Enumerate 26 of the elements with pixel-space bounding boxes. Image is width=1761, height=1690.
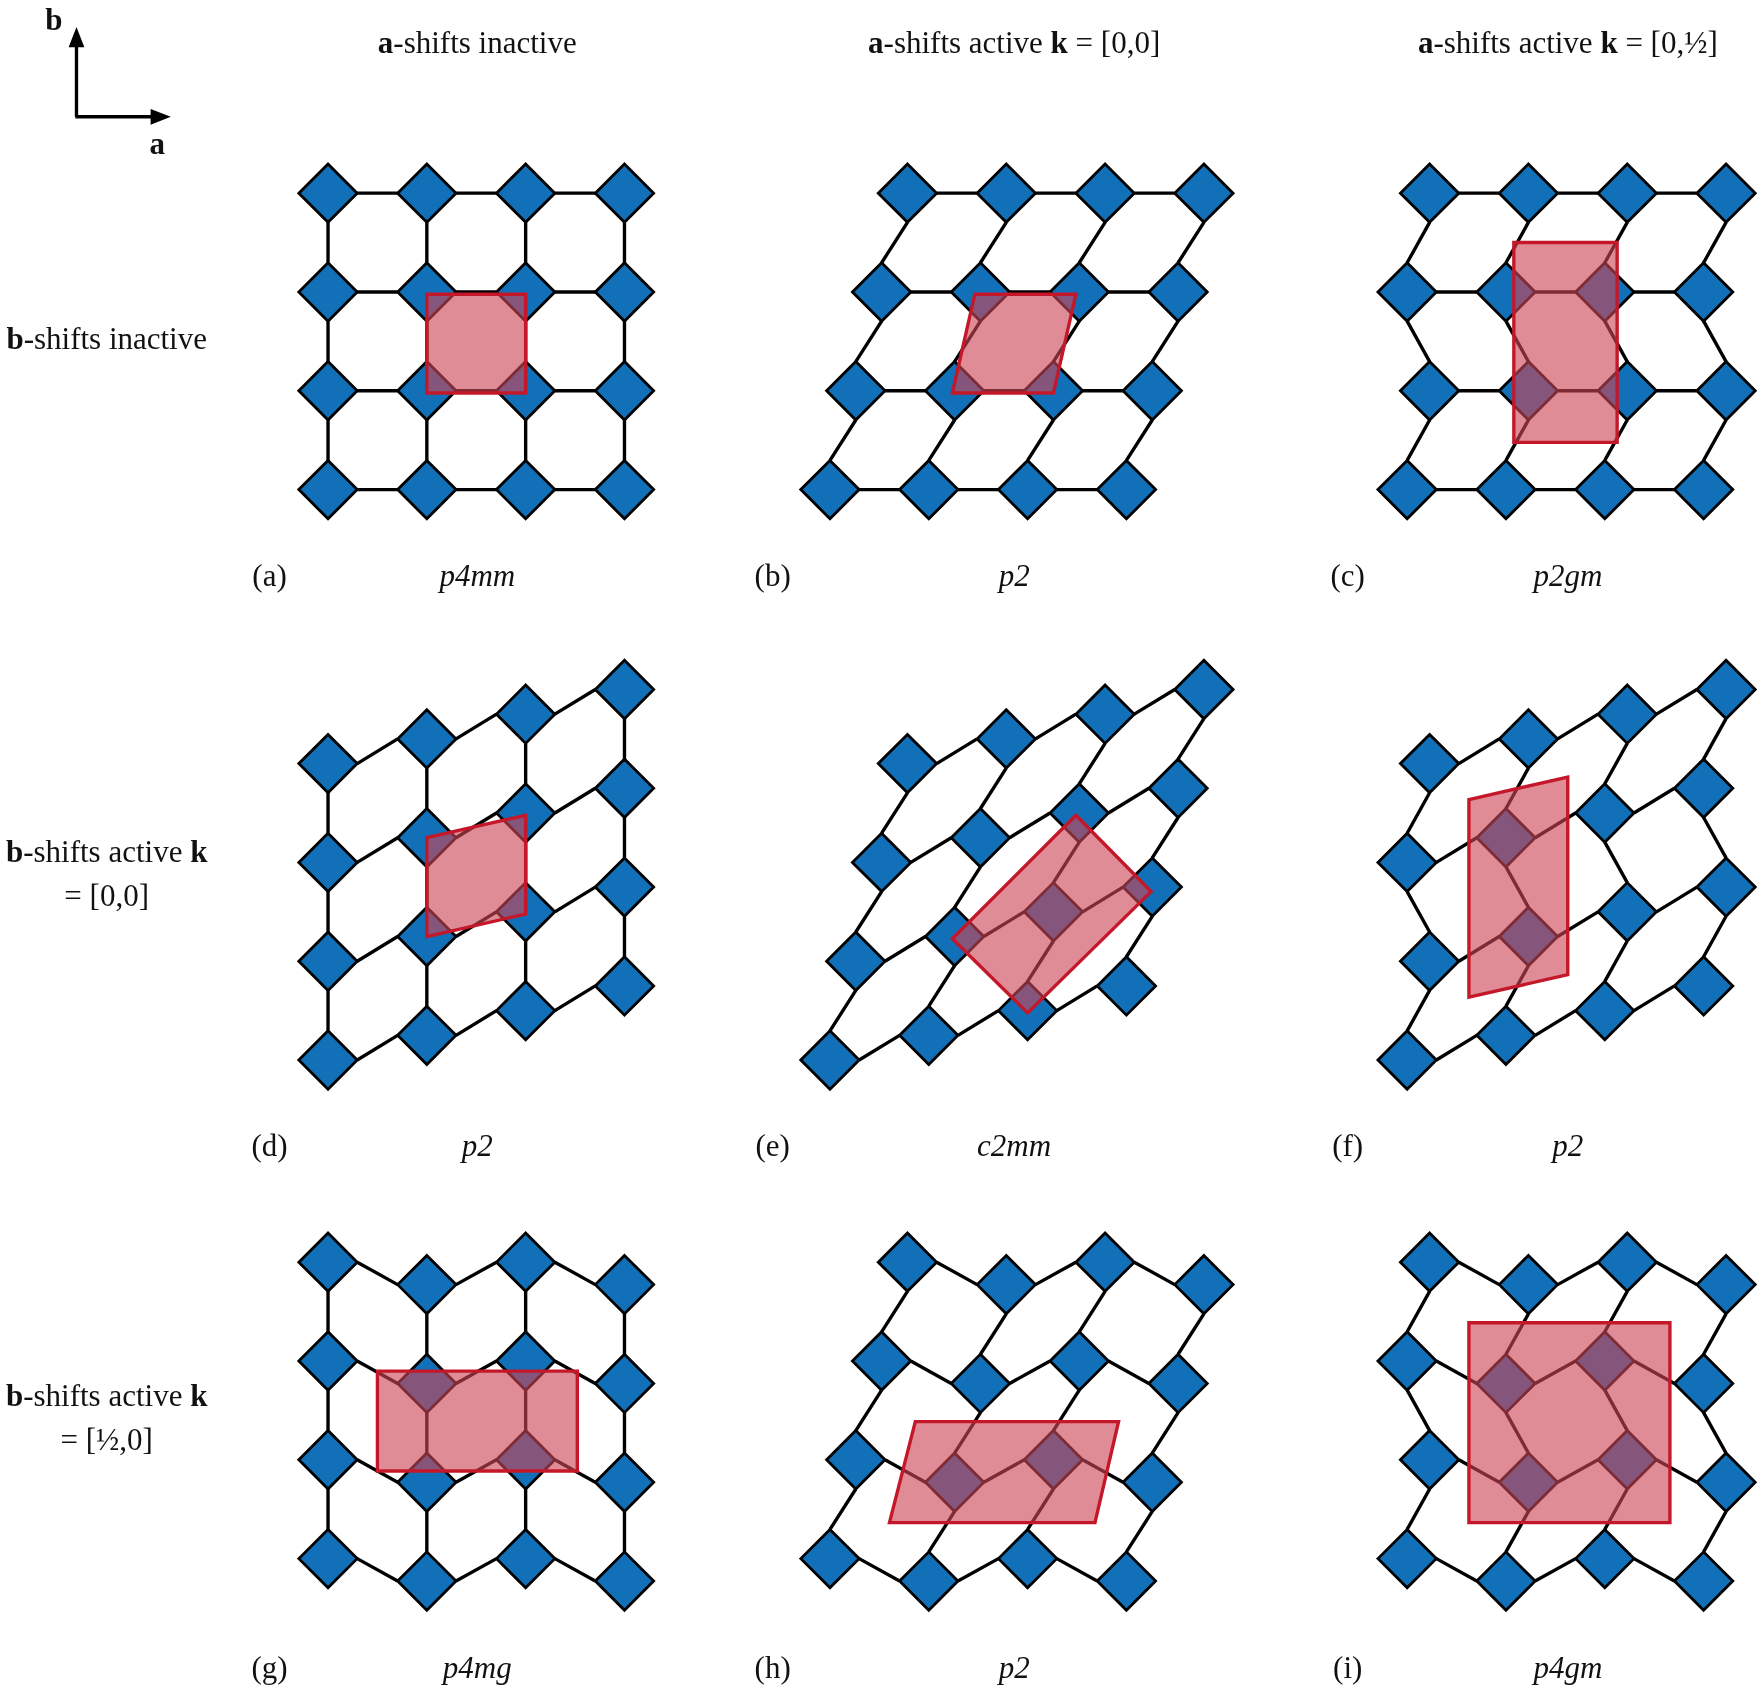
plane-group-symbol: p2: [459, 1126, 494, 1165]
panel-letter: (g): [250, 1648, 289, 1687]
plane-group-symbol: c2mm: [976, 1126, 1053, 1165]
panel-letter: (b): [753, 557, 792, 596]
panel-letter: (i): [1332, 1648, 1364, 1687]
panel-letter: (f): [1331, 1126, 1365, 1165]
row-header: b-shifts inactive: [5, 320, 208, 359]
plane-group-symbol: p4mg: [440, 1648, 513, 1687]
plane-group-symbol: p2: [1549, 1126, 1585, 1165]
plane-group-symbol: p2: [996, 557, 1031, 596]
plane-group-symbol: p4mm: [436, 557, 517, 596]
column-header: a-shifts inactive: [376, 23, 578, 62]
panel-letter: (e): [754, 1126, 791, 1165]
axis-label: b: [44, 1, 64, 40]
row-header: b-shifts active k = [½,0]: [4, 1377, 209, 1460]
plane-group-symbol: p4gm: [1530, 1648, 1604, 1687]
column-header: a-shifts active k = [0,½]: [1416, 23, 1719, 62]
row-header: b-shifts active k = [0,0]: [4, 832, 209, 915]
axis-label: a: [148, 124, 166, 163]
column-header: a-shifts active k = [0,0]: [867, 23, 1162, 62]
plane-group-symbol: p2gm: [1530, 557, 1604, 596]
plane-group-symbol: p2: [996, 1648, 1031, 1687]
panel-letter: (a): [251, 557, 288, 596]
panel-letter: (c): [1329, 557, 1366, 596]
panel-letter: (d): [250, 1126, 289, 1165]
panel-letter: (h): [753, 1648, 792, 1687]
